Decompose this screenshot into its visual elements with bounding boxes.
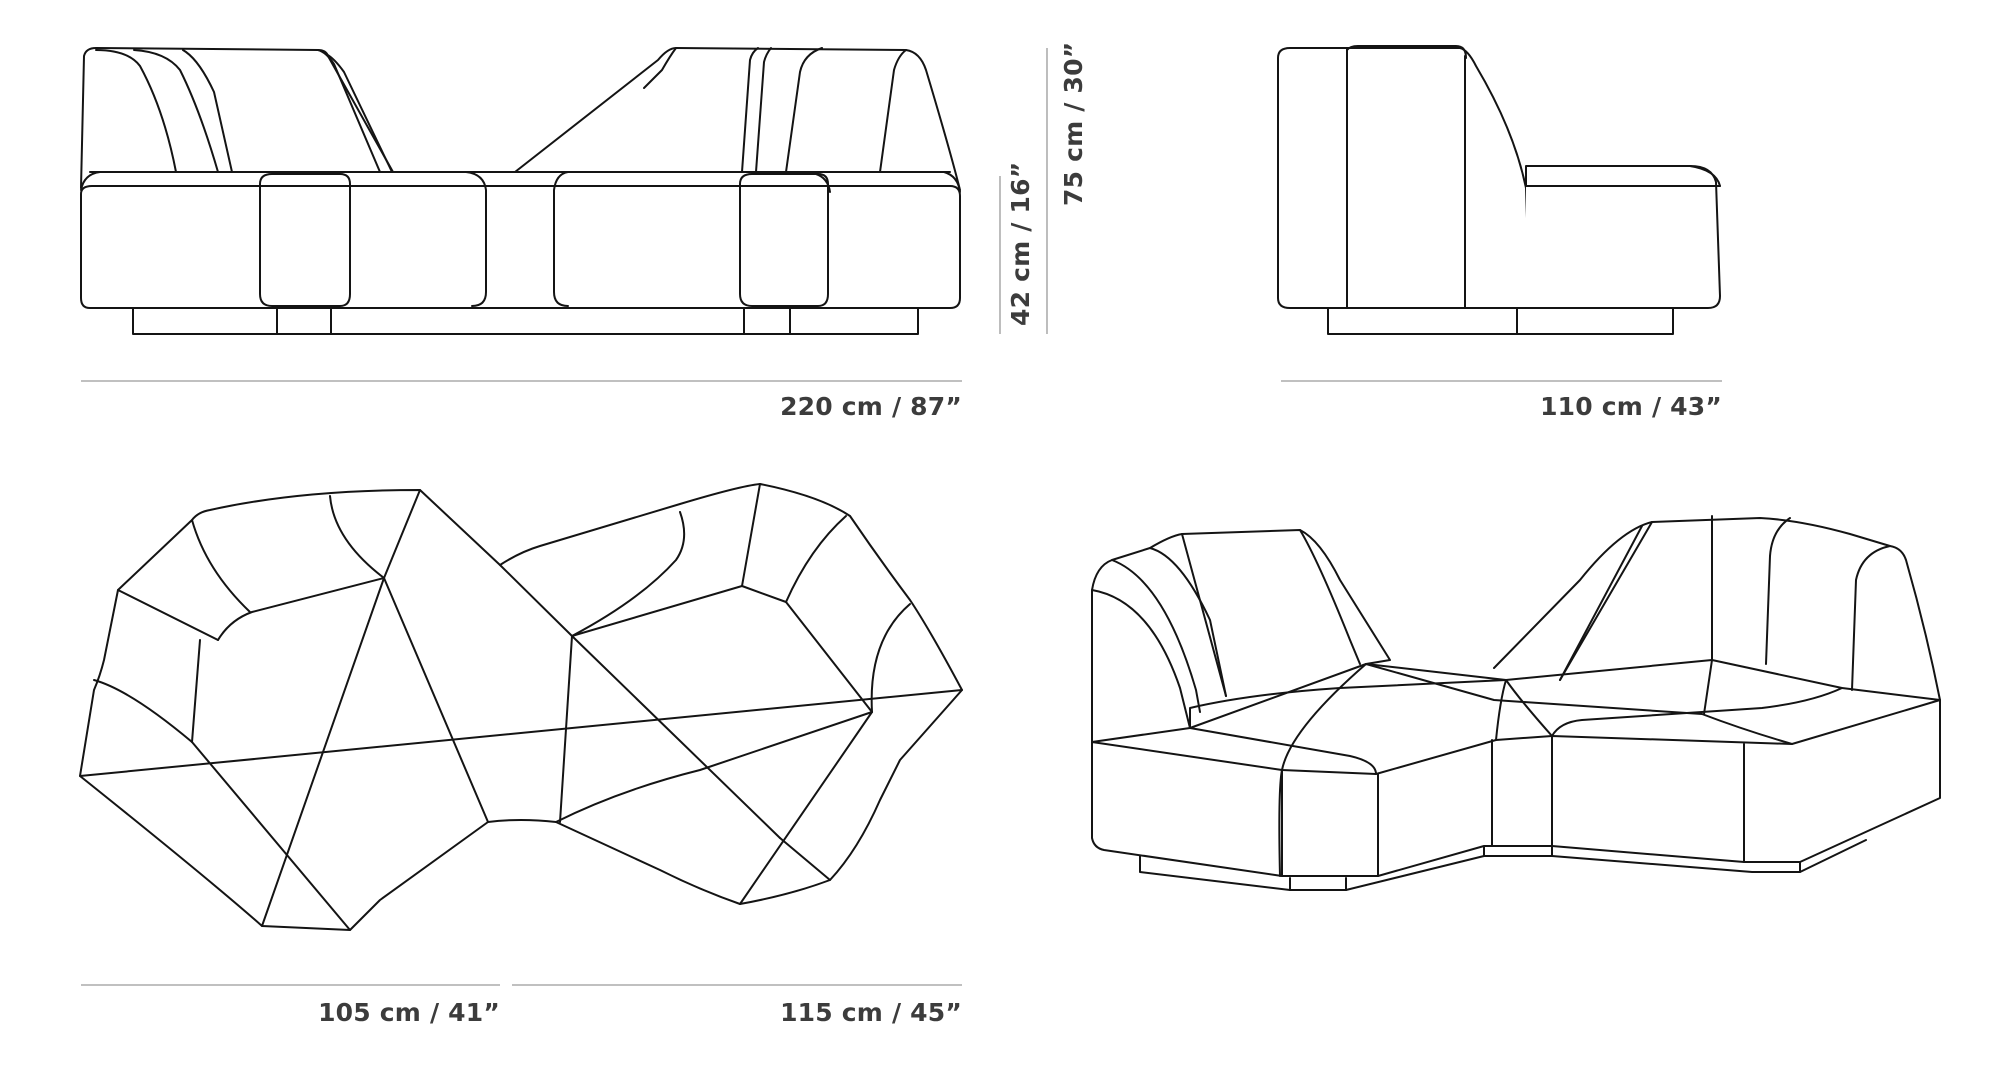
front-width-label: 220 cm / 87” <box>780 392 962 421</box>
front-left-backrest <box>80 47 394 189</box>
dimension-lines <box>81 48 1722 986</box>
front-elevation-view <box>80 47 961 335</box>
front-right-backrest <box>514 47 961 191</box>
plan-view <box>79 483 963 931</box>
plan-right-width-label: 115 cm / 45” <box>780 998 962 1027</box>
side-seat-section <box>1525 165 1721 309</box>
plan-left-width-label: 105 cm / 41” <box>318 998 500 1027</box>
side-depth-label: 110 cm / 43” <box>1540 392 1722 421</box>
seat-height-label: 42 cm / 16” <box>1006 161 1035 326</box>
total-height-label: 75 cm / 30” <box>1059 41 1088 206</box>
plan-outline <box>79 483 963 931</box>
side-back-section <box>1277 47 1531 309</box>
perspective-left-backrest <box>1091 529 1391 743</box>
perspective-seat-front <box>1091 699 1941 877</box>
side-elevation-view <box>1277 45 1721 335</box>
perspective-view <box>1091 515 1941 891</box>
side-plinth <box>1327 307 1674 335</box>
front-plinth <box>132 307 919 335</box>
perspective-right-backrest <box>1493 517 1941 701</box>
